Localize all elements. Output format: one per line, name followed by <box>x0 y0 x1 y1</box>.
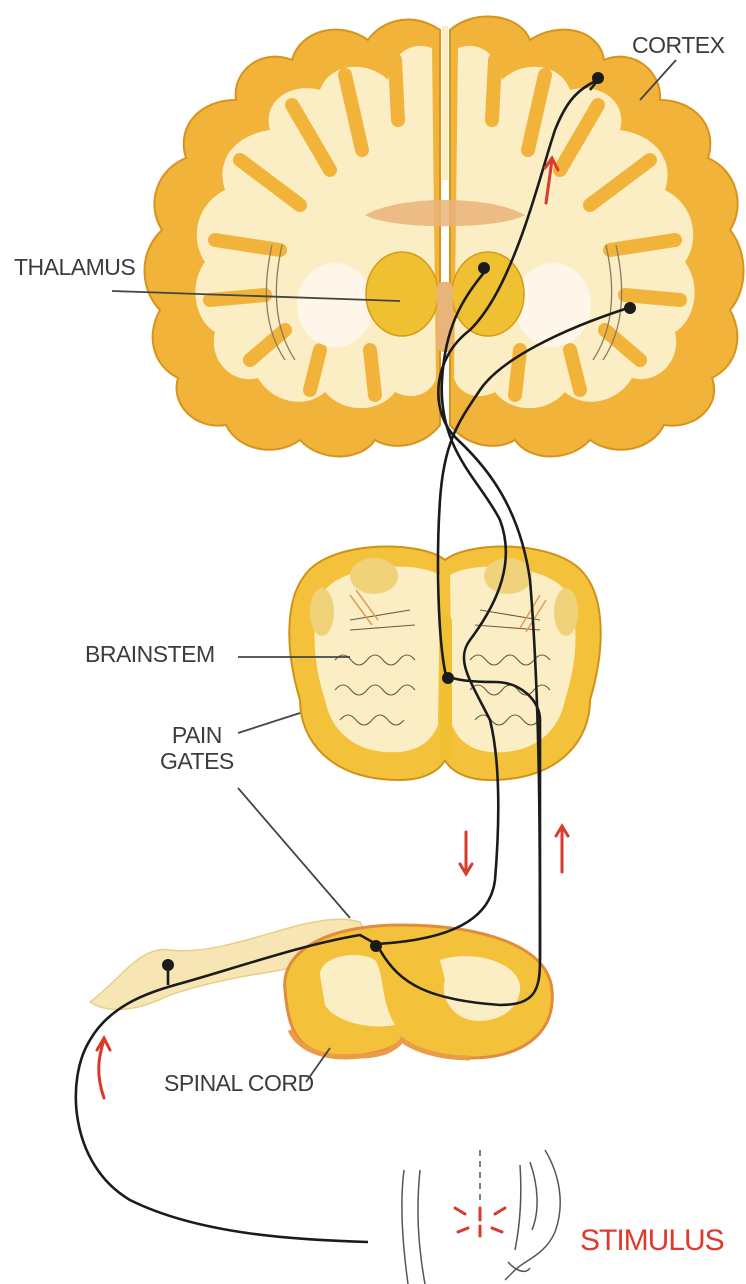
arrow-up-afferent <box>97 1038 110 1098</box>
synapse-ganglion <box>162 959 174 971</box>
brain-putamen-right <box>515 263 591 347</box>
stimulus-burst <box>455 1208 505 1236</box>
brainstem-nucleus-right <box>484 558 532 594</box>
brain-third-ventricle <box>437 282 453 352</box>
thalamus-label: THALAMUS <box>14 254 135 280</box>
synapse-thalamus <box>478 262 490 274</box>
brainstem-nucleus-left <box>350 558 398 594</box>
synapse-cortex <box>592 72 604 84</box>
arrow-down-descending <box>460 832 472 874</box>
leader-pain-gates-brainstem <box>238 713 300 733</box>
synapse-spinal <box>370 940 382 952</box>
pain-gates-label-line2: GATES <box>160 748 234 774</box>
leader-pain-gates-spinal <box>238 788 350 918</box>
synapse-sensory-cortex <box>624 302 636 314</box>
arrow-up-ascending <box>556 826 568 872</box>
pain-gates-label-line1: PAIN <box>160 722 234 748</box>
stimulus-label: STIMULUS <box>580 1224 724 1259</box>
cortex-label: CORTEX <box>632 32 724 58</box>
brainstem-section <box>289 546 600 780</box>
brainstem-olive-left <box>310 588 334 636</box>
spinal-cord-label: SPINAL CORD <box>164 1070 314 1096</box>
brainstem-label: BRAINSTEM <box>85 641 215 667</box>
brainstem-olive-right <box>554 588 578 636</box>
brain-section <box>145 17 744 457</box>
synapse-brainstem <box>442 672 454 684</box>
pain-gates-label: PAIN GATES <box>160 722 234 775</box>
brain-thalamus-left <box>366 252 438 336</box>
brain-putamen-left <box>297 263 373 347</box>
